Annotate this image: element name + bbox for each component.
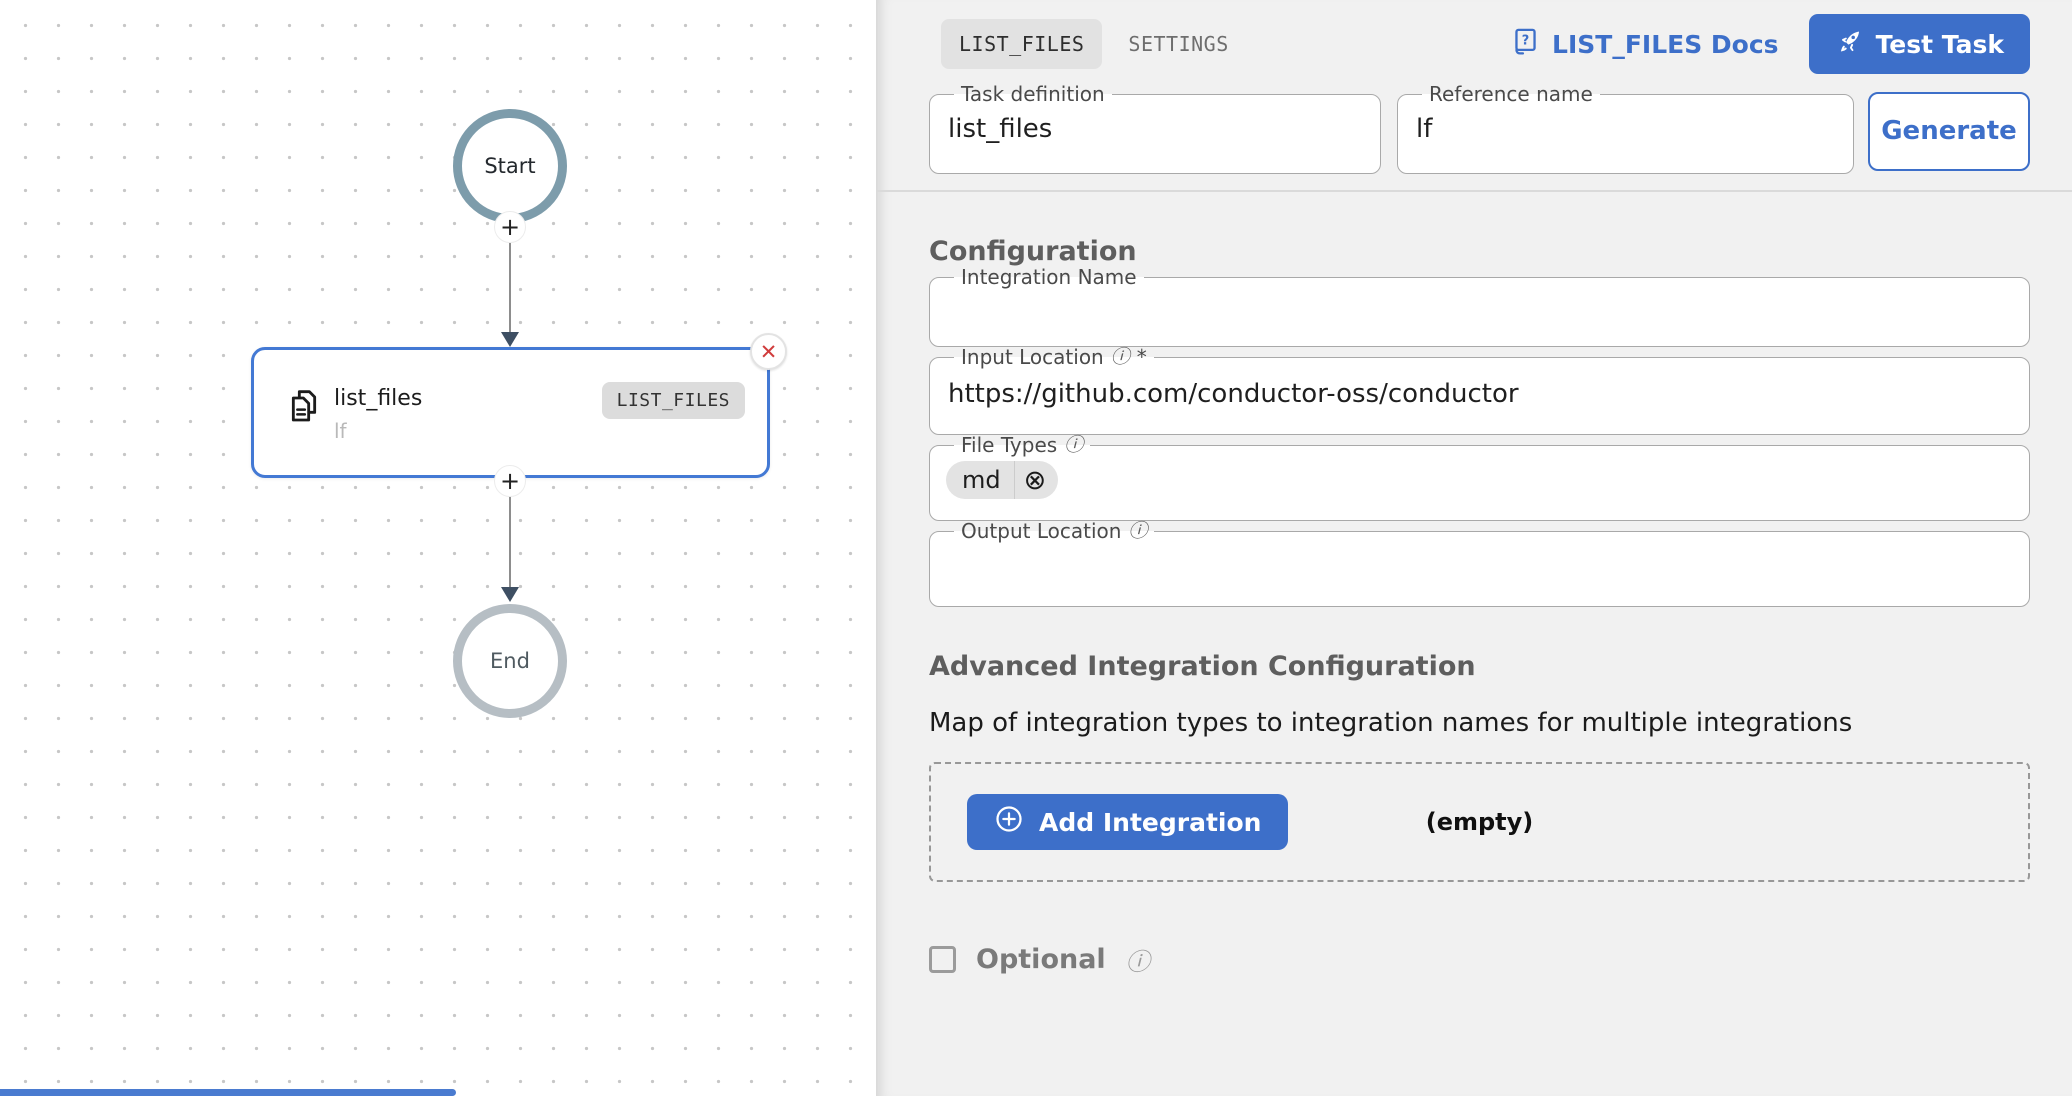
info-icon[interactable]: ⓘ (1064, 433, 1084, 456)
reference-name-input[interactable] (1414, 112, 1837, 144)
document-icon (284, 386, 324, 430)
empty-state-text: (empty) (1425, 808, 1534, 836)
task-type-badge: LIST_FILES (601, 382, 745, 419)
task-definition-field[interactable]: Task definition (929, 84, 1381, 174)
end-node-label: End (490, 649, 530, 673)
output-location-label: Output Location (961, 519, 1122, 543)
task-definition-label: Task definition (961, 82, 1105, 106)
optional-label: Optional (976, 944, 1106, 975)
input-location-input[interactable] (946, 377, 2013, 409)
info-icon[interactable]: ⓘ (1128, 519, 1148, 542)
optional-row: Optional ⓘ (929, 942, 2030, 977)
edge-start-to-task (509, 243, 511, 332)
test-task-button[interactable]: Test Task (1808, 14, 2030, 74)
add-integration-label: Add Integration (1039, 807, 1262, 837)
add-task-button-bottom[interactable]: + (494, 465, 526, 497)
add-task-button-top[interactable]: + (494, 211, 526, 243)
edge-arrowhead-icon (501, 587, 519, 602)
info-icon[interactable]: ⓘ (1110, 345, 1130, 368)
plus-circle-icon (994, 804, 1024, 840)
advanced-config-description: Map of integration types to integration … (929, 708, 1853, 738)
info-icon[interactable]: ⓘ (1125, 948, 1150, 976)
panel-header: LIST_FILES SETTINGS ? LIST_FILES Docs (929, 14, 2030, 74)
input-location-label: Input Location (961, 345, 1104, 369)
configuration-heading: Configuration (929, 236, 1137, 267)
tab-list-files[interactable]: LIST_FILES (941, 19, 1103, 69)
add-integration-button[interactable]: Add Integration (967, 794, 1289, 850)
integration-map-dropzone: Add Integration (empty) (929, 762, 2030, 882)
reference-name-label: Reference name (1429, 82, 1593, 106)
input-location-field[interactable]: Input Location ⓘ * (929, 347, 2030, 435)
task-definition-input[interactable] (946, 112, 1364, 144)
file-type-chip: md ⊗ (946, 461, 1059, 499)
plus-icon: + (499, 467, 521, 495)
task-node-reference: lf (334, 419, 347, 443)
task-node-title: list_files (334, 386, 423, 411)
file-type-chip-label: md (962, 466, 1001, 494)
book-question-icon: ? (1510, 26, 1541, 63)
end-node[interactable]: End (453, 604, 567, 718)
integration-name-input[interactable] (946, 287, 2013, 319)
output-location-field[interactable]: Output Location ⓘ (929, 521, 2030, 607)
file-types-label: File Types (961, 433, 1058, 457)
chip-remove-icon[interactable]: ⊗ (1023, 464, 1047, 496)
integration-name-label: Integration Name (961, 265, 1137, 289)
generate-button[interactable]: Generate (1868, 91, 2030, 171)
file-types-field[interactable]: File Types ⓘ md ⊗ (929, 435, 2030, 521)
docs-link[interactable]: ? LIST_FILES Docs (1510, 26, 1779, 63)
rocket-icon (1835, 27, 1863, 61)
delete-task-button[interactable]: ✕ (750, 333, 787, 370)
start-node-label: Start (484, 154, 536, 178)
task-config-panel: LIST_FILES SETTINGS ? LIST_FILES Docs (876, 0, 2072, 1096)
panel-tabs: LIST_FILES SETTINGS (941, 19, 1229, 69)
task-node-list-files[interactable]: list_files lf LIST_FILES (251, 347, 770, 478)
edge-task-to-end (509, 497, 511, 587)
docs-link-label: LIST_FILES Docs (1552, 29, 1779, 59)
header-divider (876, 190, 2072, 192)
test-task-label: Test Task (1875, 29, 2004, 59)
output-location-input[interactable] (946, 541, 2013, 573)
plus-icon: + (499, 213, 521, 241)
tab-settings[interactable]: SETTINGS (1128, 32, 1229, 56)
svg-text:?: ? (1522, 33, 1530, 48)
workflow-canvas[interactable]: Start + list_files lf LIST_FILES ✕ + End (0, 0, 876, 1096)
integration-name-field[interactable]: Integration Name (929, 267, 2030, 347)
advanced-config-heading: Advanced Integration Configuration (929, 651, 1476, 682)
close-icon: ✕ (759, 339, 778, 364)
edge-arrowhead-icon (501, 332, 519, 347)
optional-checkbox[interactable] (929, 946, 956, 973)
start-node[interactable]: Start (453, 109, 567, 223)
canvas-horizontal-scrollbar[interactable] (0, 1089, 456, 1096)
reference-name-field[interactable]: Reference name (1397, 84, 1854, 174)
required-mark: * (1136, 345, 1147, 369)
